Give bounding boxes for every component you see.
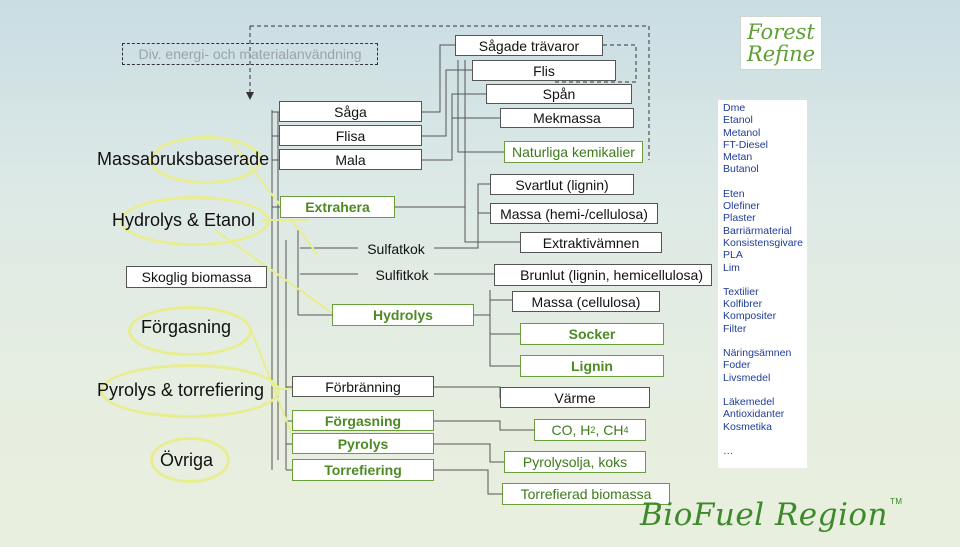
output-span: Spån: [486, 84, 632, 104]
product-item: Foder: [723, 359, 751, 372]
category-ovriga: Övriga: [160, 450, 214, 470]
output-mekmassa: Mekmassa: [500, 108, 634, 128]
product-item: Kompositer: [723, 310, 777, 323]
product-item: Metan: [723, 151, 753, 164]
product-group-fibers: Textilier Kolfibrer Kompositer Filter: [723, 286, 802, 335]
product-item: Plaster: [723, 212, 756, 225]
forest-refine-logo: Forest Refine: [740, 16, 822, 70]
product-item: Konsistensgivare: [723, 236, 803, 249]
dashed-loop-connector: [555, 44, 637, 83]
process-extrahera: Extrahera: [280, 196, 395, 218]
product-item: Lim: [723, 261, 740, 274]
product-item: Kolfibrer: [723, 298, 763, 311]
process-torrefiering: Torrefiering: [292, 459, 434, 481]
process-forgasning: Förgasning: [292, 410, 434, 431]
process-flisa: Flisa: [279, 125, 422, 146]
process-mala: Mala: [279, 149, 422, 170]
product-item: Etanol: [723, 114, 753, 127]
forest-logo-line1: Forest: [747, 20, 815, 44]
product-item: Textilier: [723, 285, 759, 298]
output-massa-cellulosa: Massa (cellulosa): [512, 291, 660, 312]
energy-material-box: Div. energi- och materialanvändning: [122, 43, 378, 65]
product-item: Livsmedel: [723, 371, 771, 384]
category-hydrolys: Hydrolys & Etanol: [112, 210, 256, 230]
output-naturliga-kemikalier: Naturliga kemikalier: [504, 141, 643, 163]
output-svartlut: Svartlut (lignin): [490, 174, 634, 195]
co-h2-mid: , CH: [595, 422, 624, 438]
output-flis: Flis: [472, 60, 616, 81]
product-item: Antioxidanter: [723, 408, 785, 421]
highlight-ellipse-hydrolys: [120, 196, 270, 246]
product-item: Butanol: [723, 163, 759, 176]
category-pyrolys: Pyrolys & torrefiering: [97, 380, 265, 400]
output-sagade-travaror: Sågade trävaror: [455, 35, 603, 56]
product-item: FT-Diesel: [723, 138, 768, 151]
product-item: Näringsämnen: [723, 347, 792, 360]
product-item: PLA: [723, 249, 743, 262]
process-forbranning: Förbränning: [292, 376, 434, 397]
highlight-ellipse-massabruk: [150, 136, 262, 184]
product-group-medical: Läkemedel Antioxidanter Kosmetika: [723, 396, 802, 433]
highlight-ellipse-forgasning: [128, 306, 252, 356]
co-h2-sub2: 4: [623, 425, 629, 435]
highlight-ellipse-pyrolys: [100, 364, 280, 418]
process-saga: Såga: [279, 101, 422, 122]
output-massa-hemi: Massa (hemi-/cellulosa): [490, 203, 658, 224]
product-list-panel: Dme Etanol Metanol FT-Diesel Metan Butan…: [718, 100, 807, 468]
process-sulfitkok: Sulfitkok: [375, 266, 429, 283]
process-sulfatkok: Sulfatkok: [367, 240, 425, 257]
highlight-ellipse-ovriga: [150, 437, 230, 483]
product-item: Läkemedel: [723, 395, 775, 408]
product-item: Barriärmaterial: [723, 224, 792, 237]
process-hydrolys: Hydrolys: [332, 304, 474, 326]
product-group-food: Näringsämnen Foder Livsmedel: [723, 347, 802, 384]
output-lignin: Lignin: [520, 355, 664, 377]
biofuel-logo-tm: TM: [890, 497, 903, 506]
category-skoglig-biomassa: Skoglig biomassa: [126, 266, 267, 288]
output-varme: Värme: [500, 387, 650, 408]
product-group-fuels: Dme Etanol Metanol FT-Diesel Metan Butan…: [723, 102, 802, 176]
process-pyrolys: Pyrolys: [292, 433, 434, 454]
output-extraktivamnen: Extraktivämnen: [520, 232, 662, 253]
output-pyrolysolja: Pyrolysolja, koks: [504, 451, 646, 473]
output-brunlut: Brunlut (lignin, hemicellulosa): [494, 264, 712, 286]
category-forgasning: Förgasning: [141, 317, 232, 337]
product-item: Olefiner: [723, 200, 760, 213]
product-more: …: [723, 444, 734, 457]
biofuel-logo-text: BioFuel Region: [640, 497, 889, 533]
output-socker: Socker: [520, 323, 664, 345]
product-item: Dme: [723, 102, 746, 114]
output-torrefierad-biomassa: Torrefierad biomassa: [502, 483, 670, 505]
product-item: Eten: [723, 187, 745, 200]
arrow-head: [246, 92, 254, 100]
category-massabruk: Massabruksbaserade: [97, 149, 270, 169]
forest-logo-line2: Refine: [746, 42, 816, 66]
co-h2-sub1: 2: [590, 425, 596, 435]
co-h2-prefix: CO, H: [551, 422, 591, 438]
product-item: Kosmetika: [723, 420, 773, 433]
biofuel-region-logo: BioFuel Region TM: [640, 497, 903, 543]
product-item: Filter: [723, 322, 747, 335]
product-group-materials: Eten Olefiner Plaster Barriärmaterial Ko…: [723, 187, 803, 274]
product-item: Metanol: [723, 126, 761, 139]
